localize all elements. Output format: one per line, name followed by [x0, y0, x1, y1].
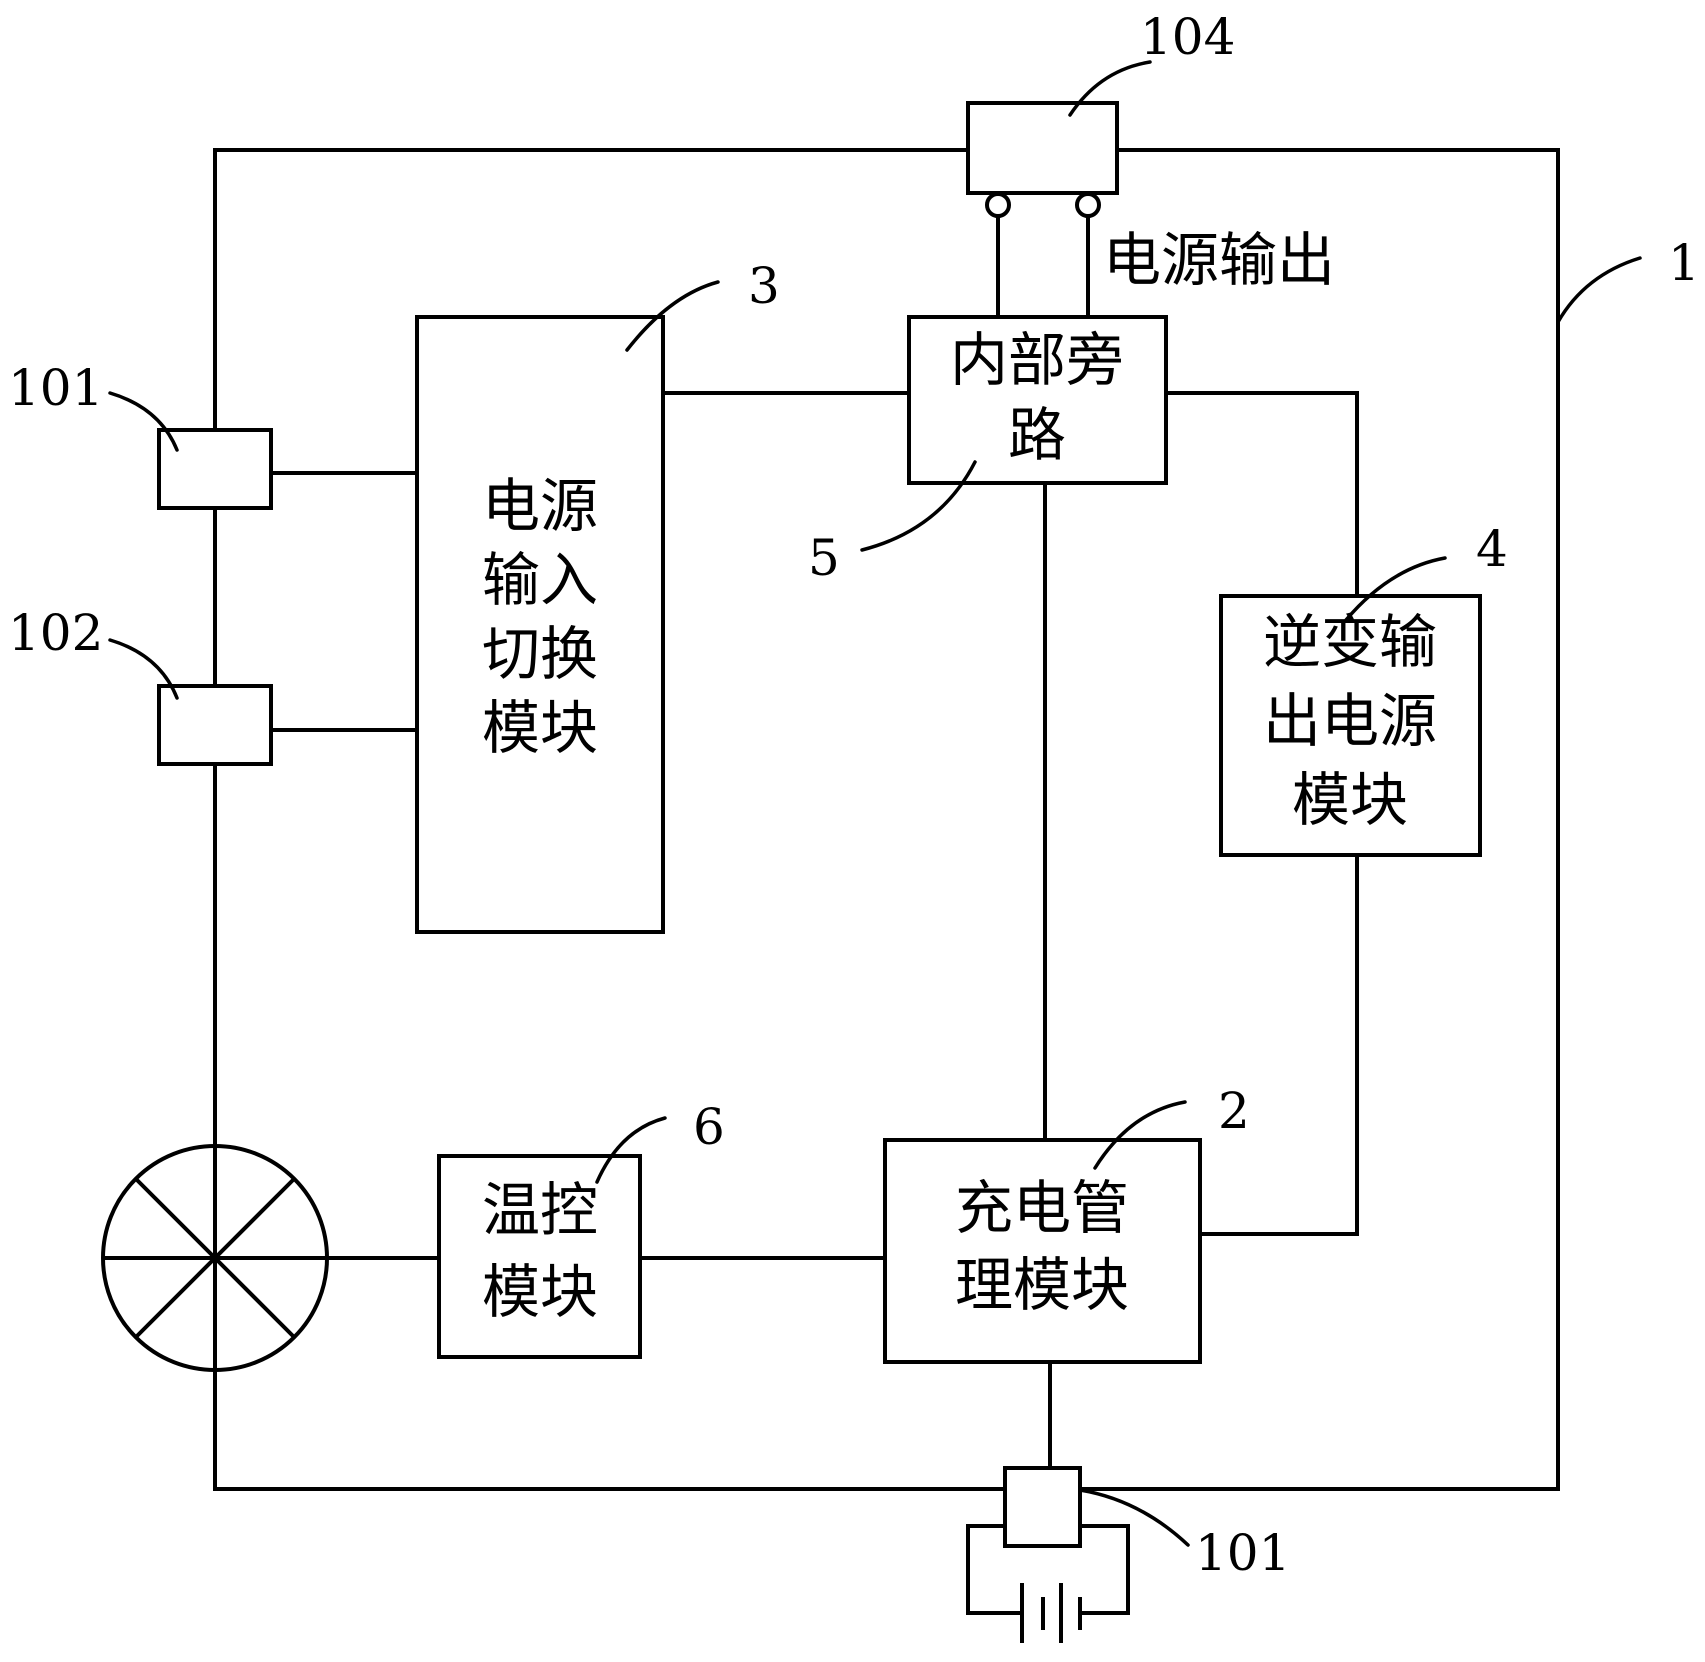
ref-label-4: 4 — [1476, 520, 1508, 578]
leader-5 — [860, 460, 977, 552]
ref-label-101-bottom: 101 — [1195, 1524, 1290, 1582]
inverter-module-line-1: 逆变输 — [1263, 608, 1437, 676]
output-terminal-left — [985, 192, 1011, 218]
output-label: 电源输出 — [1103, 226, 1335, 294]
input-switch-module-box — [415, 315, 665, 934]
input-switch-module-line-3: 切换 — [482, 620, 598, 688]
ref-label-3: 3 — [748, 257, 780, 315]
inverter-module-box — [1219, 594, 1482, 857]
wire-battery-left — [966, 1524, 1022, 1615]
inverter-module-line-2: 出电源 — [1263, 687, 1437, 755]
ref-label-6: 6 — [693, 1098, 725, 1156]
leader-3 — [625, 280, 720, 352]
bypass-module-box — [907, 315, 1168, 485]
wires — [271, 216, 1359, 1615]
leader-4 — [1344, 556, 1447, 622]
bypass-module-line-1: 内部旁 — [950, 326, 1124, 394]
temp-control-module-box — [437, 1154, 642, 1359]
ref-label-104: 104 — [1140, 8, 1235, 66]
leader-101-top — [108, 391, 179, 452]
port-104-box — [966, 101, 1119, 195]
charge-module-line-1: 充电管 — [955, 1174, 1129, 1242]
leader-6 — [595, 1116, 667, 1184]
bypass-module-line-2: 路 — [1008, 401, 1066, 469]
ref-label-102: 102 — [8, 604, 103, 662]
leader-102 — [108, 638, 179, 700]
input-switch-module-line-2: 输入 — [482, 546, 598, 614]
leader-101-bottom — [1078, 1488, 1190, 1547]
temp-control-module-line-1: 温控 — [482, 1176, 598, 1244]
leader-1 — [1556, 256, 1642, 324]
temp-control-module-line-2: 模块 — [482, 1258, 598, 1326]
leader-lines — [108, 60, 1642, 1547]
leader-104 — [1068, 60, 1152, 117]
ref-label-1: 1 — [1668, 234, 1700, 292]
charge-module-line-2: 理模块 — [955, 1251, 1129, 1319]
port-101-bottom-box — [1003, 1466, 1082, 1548]
input-switch-module-line-4: 模块 — [482, 694, 598, 762]
inverter-module-line-3: 模块 — [1292, 766, 1408, 834]
wire-bypass-to-inverter — [1166, 391, 1359, 596]
charge-module-box — [883, 1138, 1202, 1364]
port-101-box — [157, 428, 273, 510]
ref-label-5: 5 — [808, 529, 840, 587]
fan-icon — [101, 1144, 329, 1372]
ref-label-2: 2 — [1218, 1082, 1250, 1140]
leader-2 — [1093, 1100, 1187, 1170]
wire-inverter-to-charge — [1200, 855, 1359, 1236]
wire-battery-right — [1080, 1524, 1130, 1615]
ref-label-101-top: 101 — [8, 359, 103, 417]
output-terminal-right — [1075, 192, 1101, 218]
battery-icon — [1020, 1583, 1082, 1643]
enclosure-frame — [213, 148, 1560, 1491]
input-switch-module-line-1: 电源 — [482, 472, 598, 540]
